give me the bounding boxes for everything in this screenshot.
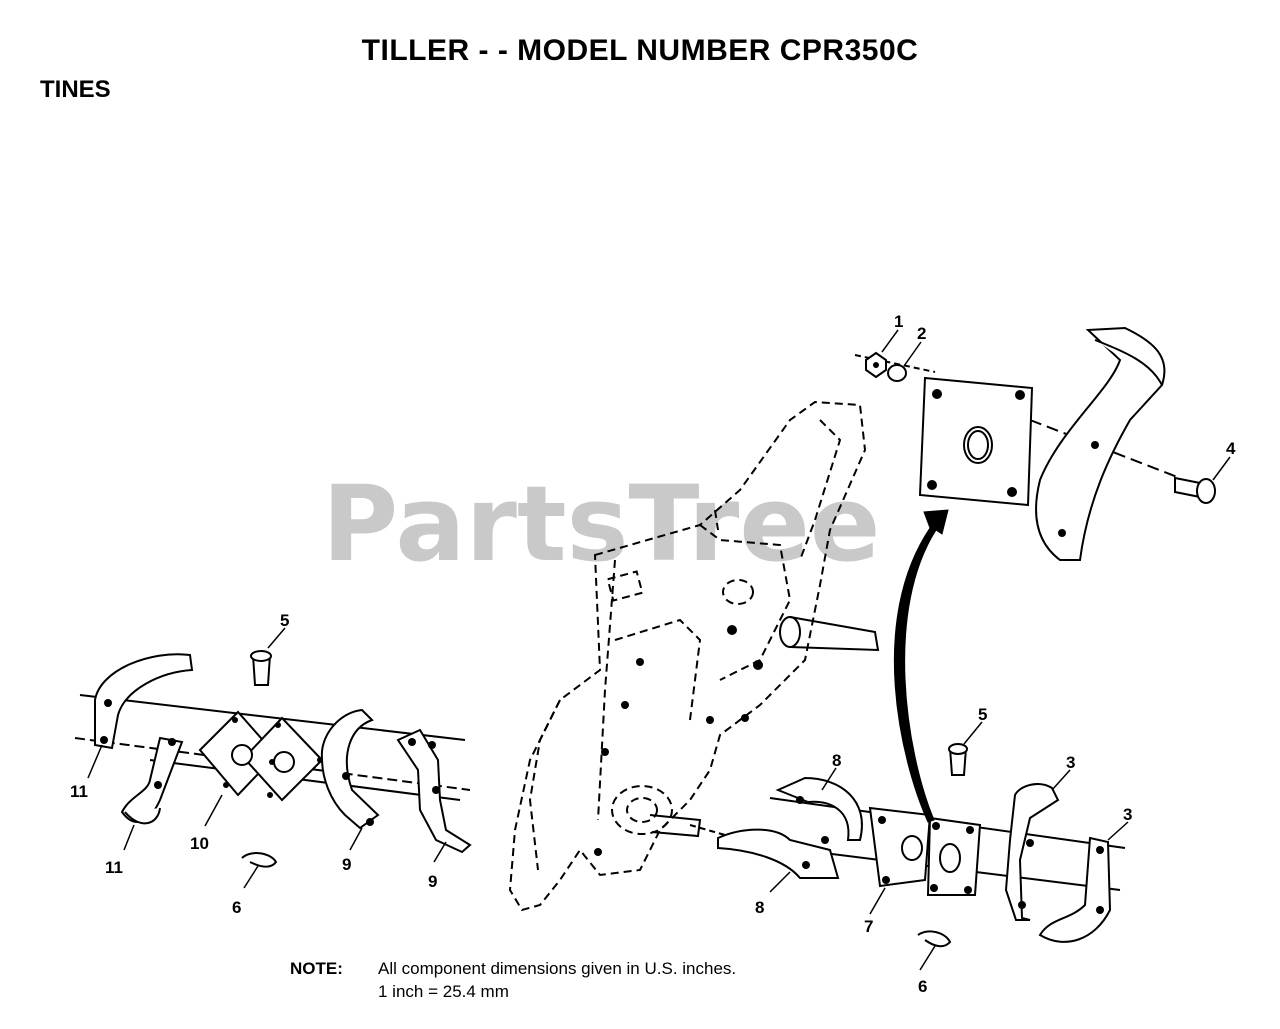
detail-reference-arrow xyxy=(893,509,949,823)
callout-5-left: 5 xyxy=(280,611,289,630)
callout-6-right: 6 xyxy=(918,977,927,996)
callout-7: 7 xyxy=(864,917,873,936)
left-tine-assembly xyxy=(74,650,472,854)
section-heading: TINES xyxy=(40,76,111,103)
callout-2: 2 xyxy=(917,324,926,343)
note-line-1: All component dimensions given in U.S. i… xyxy=(378,959,737,978)
watermark-text: PartsTree xyxy=(322,463,880,585)
callout-10: 10 xyxy=(190,834,209,853)
callout-3-upper: 3 xyxy=(1066,753,1075,772)
left-tine-bolt-holes xyxy=(100,699,440,826)
detail-assembly xyxy=(854,326,1216,561)
detail-bolt-holes xyxy=(873,362,1099,537)
note-line-2: 1 inch = 25.4 mm xyxy=(378,982,509,1001)
callout-4: 4 xyxy=(1226,439,1236,458)
callout-11-lower: 11 xyxy=(105,858,123,877)
note-label: NOTE: xyxy=(290,959,343,978)
callout-8-lower: 8 xyxy=(755,898,764,917)
callout-5-right: 5 xyxy=(978,705,987,724)
housing-bolt-holes xyxy=(594,625,763,856)
hairpin-clip-left xyxy=(241,852,278,868)
callout-9-left: 9 xyxy=(342,855,351,874)
callout-6-left: 6 xyxy=(232,898,241,917)
page-title: TILLER - - MODEL NUMBER CPR350C xyxy=(361,34,919,67)
hairpin-clip-right xyxy=(917,930,952,948)
callout-3-lower: 3 xyxy=(1123,805,1132,824)
callout-11-upper: 11 xyxy=(70,782,88,801)
right-tine-bolt-holes xyxy=(796,796,1104,914)
callout-1: 1 xyxy=(894,312,903,331)
callout-9-right: 9 xyxy=(428,872,437,891)
housing-axle-stub xyxy=(649,616,880,838)
leader-lines xyxy=(87,329,1231,971)
callout-8-upper: 8 xyxy=(832,751,841,770)
